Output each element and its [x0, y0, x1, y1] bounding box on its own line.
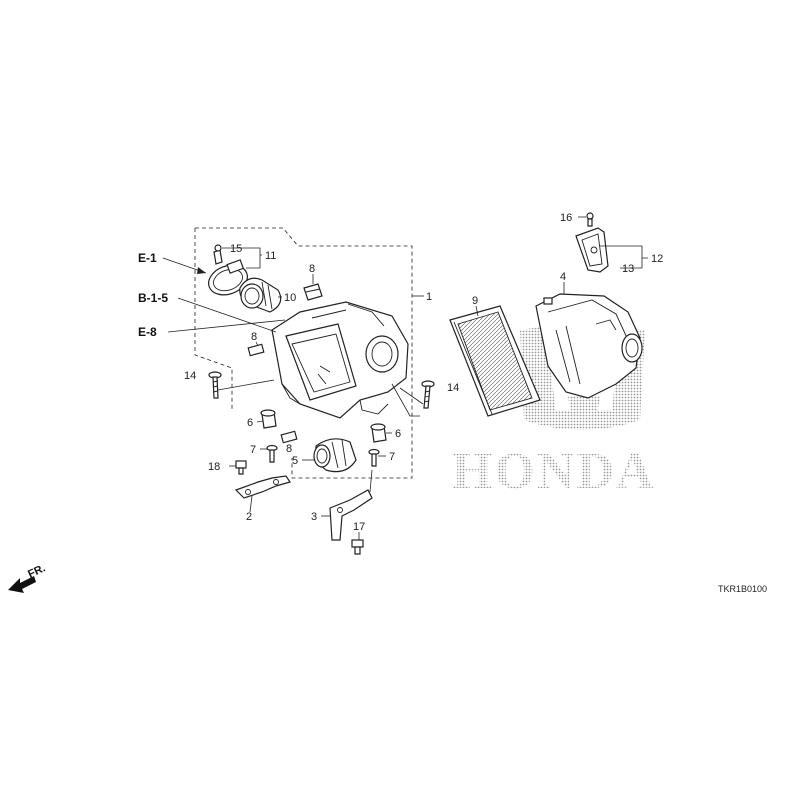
- callout-16: 16: [560, 212, 572, 224]
- callout-1: 1: [426, 291, 432, 303]
- callout-4: 4: [560, 271, 566, 283]
- callouts: 1 2 3 4 5 6 6 7 7 8 8 8 9 10 11 12 13 14…: [184, 212, 663, 533]
- diagram-code: TKR1B0100: [718, 584, 767, 594]
- bolt-right[interactable]: [421, 380, 435, 409]
- leader-b15: [177, 297, 277, 333]
- callout-7-right: 7: [389, 451, 395, 463]
- front-label: FR.: [26, 562, 47, 580]
- arrow-e1: [197, 267, 206, 274]
- leader-14-left: [217, 379, 275, 391]
- bracket-lower-left[interactable]: [234, 475, 291, 499]
- ref-e8: E-8: [138, 325, 157, 339]
- leader-9: [475, 305, 479, 317]
- honda-wordmark: HONDA: [452, 443, 656, 500]
- callout-3: 3: [311, 511, 317, 523]
- intake-tube[interactable]: [239, 277, 282, 313]
- collar-right[interactable]: [368, 448, 380, 467]
- collar-left[interactable]: [266, 444, 278, 463]
- leader-e8: [167, 319, 286, 333]
- callout-9: 9: [472, 295, 478, 307]
- callout-5: 5: [292, 455, 298, 467]
- callout-6-right: 6: [395, 428, 401, 440]
- ref-b15: B-1-5: [138, 291, 168, 305]
- clip-left[interactable]: [247, 343, 265, 357]
- duct-bracket[interactable]: [575, 227, 609, 273]
- callout-14-left: 14: [184, 370, 196, 382]
- bolt-17[interactable]: [351, 539, 364, 555]
- callout-6-left: 6: [247, 417, 253, 429]
- clip-lower[interactable]: [280, 430, 298, 444]
- callout-2: 2: [246, 511, 252, 523]
- callout-8-lower: 8: [286, 443, 292, 455]
- bolt-left[interactable]: [208, 371, 222, 399]
- grommet-right[interactable]: [370, 423, 387, 443]
- air-cleaner-cover[interactable]: [535, 293, 643, 399]
- callout-8-upper: 8: [309, 263, 315, 275]
- front-arrow-icon: [8, 576, 36, 593]
- bolt-16[interactable]: [586, 212, 594, 227]
- callout-18: 18: [208, 461, 220, 473]
- front-direction-indicator: FR.: [8, 562, 47, 593]
- leader-15-11: [222, 247, 262, 269]
- leader-13-12: [600, 245, 648, 269]
- bolt-18[interactable]: [235, 460, 247, 475]
- leader-2: [249, 495, 253, 513]
- air-filter-element[interactable]: [449, 305, 541, 417]
- assembly-frame: [194, 227, 413, 479]
- air-cleaner-housing[interactable]: [271, 301, 409, 419]
- leader-8-left: [255, 341, 259, 347]
- clip-upper[interactable]: [303, 283, 323, 301]
- callout-12: 12: [651, 253, 663, 265]
- callout-15: 15: [230, 243, 242, 255]
- callout-14-right: 14: [447, 382, 459, 394]
- callout-8-left: 8: [251, 331, 257, 343]
- callout-13: 13: [622, 263, 634, 275]
- callout-7-left: 7: [250, 444, 256, 456]
- ref-e1: E-1: [138, 251, 157, 265]
- leader-6-left: [256, 420, 264, 423]
- callout-11: 11: [265, 250, 276, 262]
- callout-10: 10: [284, 292, 296, 304]
- leader-14-right: [391, 383, 424, 417]
- outlet-tube[interactable]: [313, 438, 357, 473]
- clamp-screw[interactable]: [213, 244, 223, 265]
- bracket-lower-right[interactable]: [329, 469, 373, 541]
- grommet-left[interactable]: [260, 409, 277, 429]
- clamp-band[interactable]: [204, 259, 251, 300]
- callout-17: 17: [353, 521, 365, 533]
